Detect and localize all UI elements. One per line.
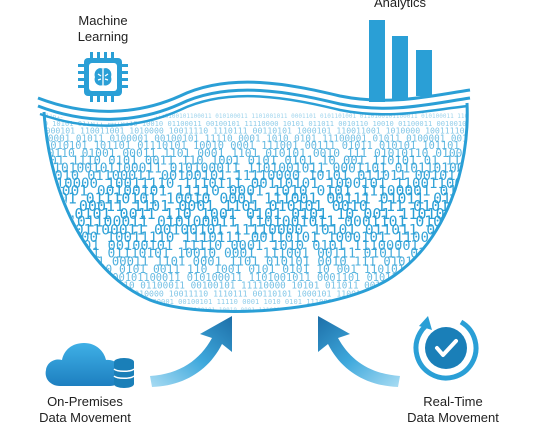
chip-brain-icon bbox=[78, 52, 128, 102]
binary-row: 1110 0101 0011 110 1001 0101 0101 10 001… bbox=[0, 205, 549, 223]
on-premises-line1: On-Premises bbox=[47, 394, 123, 409]
binary-row: 10010 01100011 00100101 11110000 10101 0… bbox=[0, 281, 549, 292]
binary-row: 1010000 10011110 1110111 00110101 100010… bbox=[0, 230, 549, 246]
binary-data-texture: 0110100101100011 010100011 1101001011 00… bbox=[0, 113, 549, 314]
binary-row: 0110100101100011 010100011 1101001011 00… bbox=[0, 214, 549, 231]
real-time-line2: Data Movement bbox=[407, 410, 499, 425]
binary-row: 0110100101100011 010100011 1101001011 00… bbox=[0, 161, 549, 176]
binary-row: 01001 00011 1101 0001 1101 010101 0010 1… bbox=[0, 147, 549, 160]
binary-row: 10010 01100011 00100101 11110000 10101 0… bbox=[0, 168, 549, 184]
machine-learning-line2: Learning bbox=[77, 29, 129, 44]
binary-row: 1010000 10011110 1110111 00110101 100010… bbox=[0, 126, 549, 136]
data-lake-bowl: 0110100101100011 010100011 1101001011 00… bbox=[0, 80, 549, 314]
binary-row: 10010 01100011 00100101 11110000 10101 0… bbox=[0, 119, 549, 128]
binary-row: 01001 00011 1101 0001 1101 010101 0010 1… bbox=[0, 197, 549, 215]
real-time-label: Real-Time Data Movement bbox=[388, 394, 518, 426]
binary-row: 101101 01110101 10010 0001 111001 00111 … bbox=[0, 307, 541, 314]
binary-row: 101101 01110101 10010 0001 111001 00111 … bbox=[0, 247, 549, 262]
binary-row: 101101 01110101 10010 0001 111001 00111 … bbox=[0, 190, 549, 207]
analytics-label: Analytics bbox=[373, 0, 427, 10]
binary-row: 0110100101100011 010100011 1101001011 00… bbox=[0, 272, 549, 284]
real-time-line1: Real-Time bbox=[423, 394, 483, 409]
machine-learning-label: Machine Learning bbox=[68, 13, 138, 45]
on-premises-label: On-Premises Data Movement bbox=[20, 394, 150, 426]
binary-row: 0110100101100011 010100011 1101001011 00… bbox=[0, 113, 549, 120]
machine-learning-line1: Machine bbox=[78, 13, 128, 28]
binary-row: 10010 01100011 00100101 11110000 10101 0… bbox=[0, 221, 549, 238]
binary-row: 1010000 10011110 1110111 00110101 100010… bbox=[0, 288, 549, 298]
binary-row: 101101 01110101 10010 0001 111001 00111 … bbox=[0, 140, 549, 152]
binary-row: 0100001 00100101 11110 0001 1010 0101 11… bbox=[0, 183, 549, 200]
binary-row: 01001 00011 1101 0001 1101 010101 0010 1… bbox=[0, 254, 549, 268]
binary-row: 1010000 10011110 1110111 00110101 100010… bbox=[0, 176, 549, 192]
upload-arrow-left bbox=[150, 316, 232, 387]
binary-row: 1110 0101 0011 110 1001 0101 0101 10 001… bbox=[0, 263, 549, 276]
on-premises-line2: Data Movement bbox=[39, 410, 131, 425]
clock-check-icon bbox=[413, 315, 479, 381]
binary-row: 0100001 00100101 11110 0001 1010 0101 11… bbox=[0, 238, 549, 254]
bar-chart-icon bbox=[369, 20, 432, 102]
upload-arrow-right bbox=[318, 316, 400, 387]
binary-row: 1110 0101 0011 110 1001 0101 0101 10 001… bbox=[0, 154, 549, 168]
binary-row: 0100001 00100101 11110 0001 1010 0101 11… bbox=[0, 133, 549, 144]
cloud-database-icon bbox=[45, 343, 135, 388]
binary-row: 0100001 00100101 11110 0001 1010 0101 11… bbox=[0, 297, 549, 306]
